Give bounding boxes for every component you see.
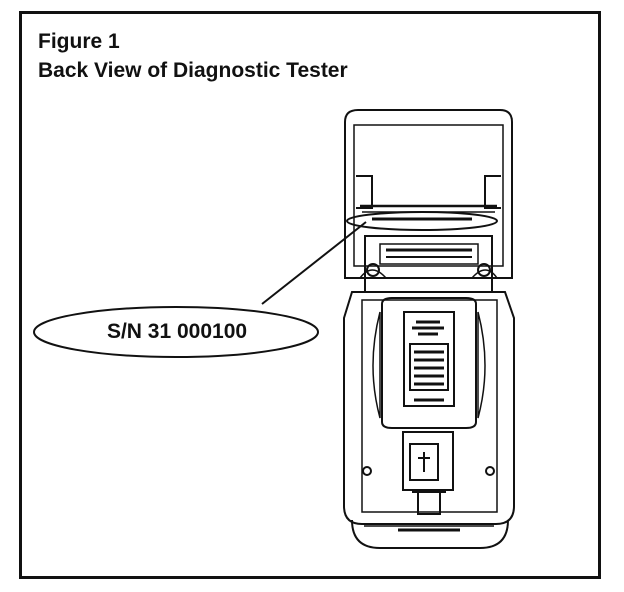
figure-caption: Back View of Diagnostic Tester	[38, 59, 348, 82]
figure-label: Figure 1	[38, 30, 120, 53]
diagnostic-tester-back-icon	[343, 109, 515, 549]
serial-number-label: S/N 31 000100	[106, 320, 248, 343]
figure-frame	[19, 11, 601, 579]
callout-leader-line	[261, 221, 367, 305]
callout-ellipse	[33, 306, 319, 358]
